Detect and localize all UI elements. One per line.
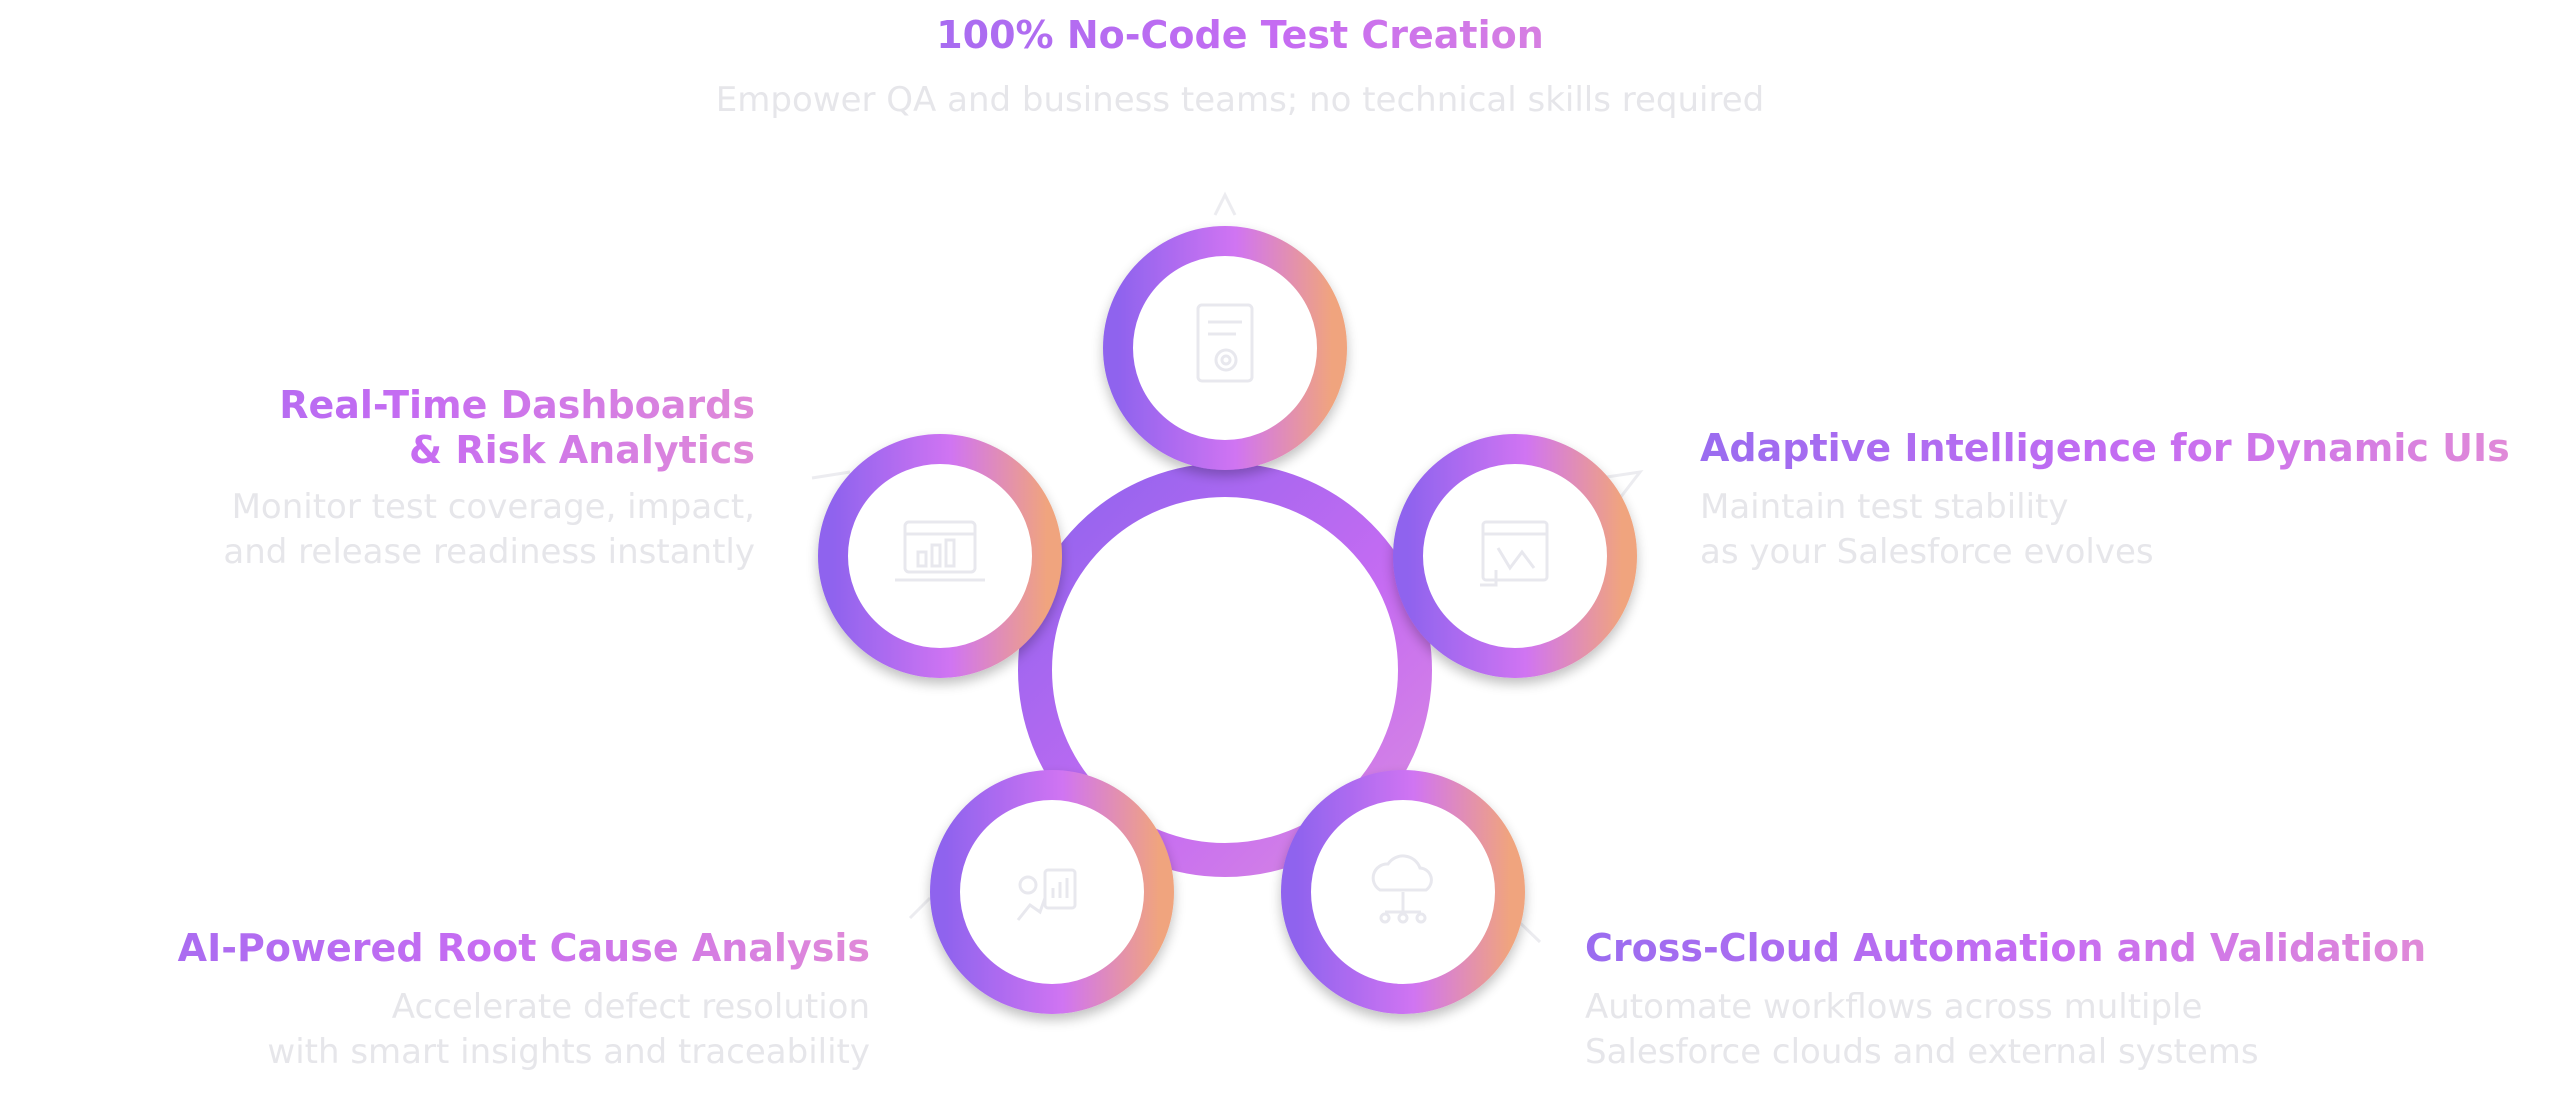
feature-title-cross-cloud: Cross-Cloud Automation and Validation bbox=[1585, 926, 2427, 970]
adaptive-window-icon bbox=[1480, 520, 1549, 587]
feature-description-root-cause-line-2: with smart insights and traceability bbox=[267, 1032, 870, 1072]
feature-description-cross-cloud-line-1: Automate workflows across multiple bbox=[1585, 987, 2203, 1027]
feature-description-dashboards-line-1: Monitor test coverage, impact, bbox=[231, 487, 755, 527]
cloud-network-icon bbox=[1371, 854, 1433, 924]
feature-title-adaptive-intelligence: Adaptive Intelligence for Dynamic UIs bbox=[1700, 426, 2510, 470]
feature-title-root-cause: AI-Powered Root Cause Analysis bbox=[0, 925, 870, 971]
feature-title-dashboards-line-2: & Risk Analytics bbox=[0, 427, 755, 473]
analysis-chart-icon bbox=[1016, 868, 1077, 921]
feature-title-dashboards-line-1: Real-Time Dashboards bbox=[0, 382, 755, 428]
feature-description-adaptive-line-1: Maintain test stability bbox=[1700, 487, 2069, 527]
feature-description-adaptive-line-2: as your Salesforce evolves bbox=[1700, 532, 2154, 572]
center-ring bbox=[1018, 463, 1432, 877]
feature-circle-top bbox=[1103, 226, 1347, 470]
feature-circle-right bbox=[1393, 434, 1637, 678]
feature-description-dashboards-line-2: and release readiness instantly bbox=[223, 532, 755, 572]
document-gear-icon bbox=[1196, 303, 1254, 383]
feature-description-root-cause-line-1: Accelerate defect resolution bbox=[391, 987, 870, 1027]
feature-description-cross-cloud-line-2: Salesforce clouds and external systems bbox=[1585, 1032, 2259, 1072]
feature-description-no-code: Empower QA and business teams; no techni… bbox=[715, 80, 1765, 120]
dashboard-icon bbox=[895, 520, 985, 582]
feature-title-no-code: 100% No-Code Test Creation bbox=[780, 12, 1700, 58]
pointer-marks bbox=[811, 191, 1644, 944]
